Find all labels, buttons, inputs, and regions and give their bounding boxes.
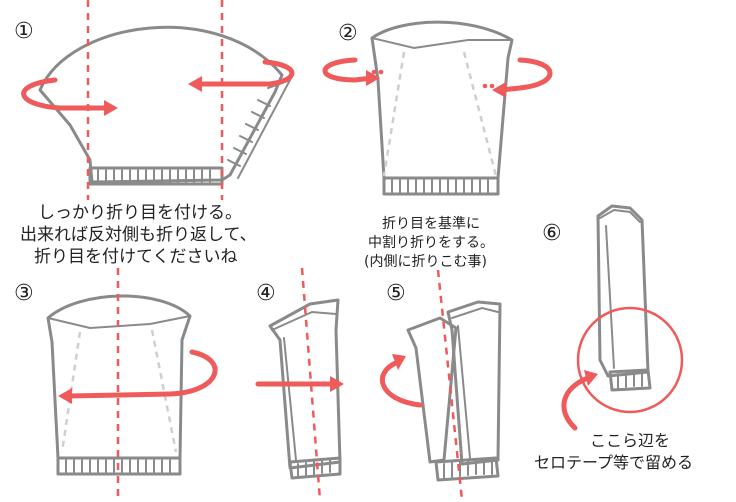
step-5-number: ⑤ — [386, 281, 406, 306]
step-1-caption-line-1: しっかり折り目を付ける。 — [38, 203, 242, 223]
step-6-caption: ここら辺を セロテープ等で留める — [534, 431, 693, 472]
step-2: ② — [322, 20, 553, 196]
step-4-number: ④ — [256, 281, 276, 306]
step-5: ⑤ — [379, 269, 502, 501]
step-2-number: ② — [338, 21, 358, 46]
step-6-caption-line-1: ここら辺を — [590, 431, 670, 450]
step-6-highlight-circle — [576, 306, 684, 414]
step-1-caption-line-3: 折り目を付けてくださいね — [34, 247, 238, 267]
step-4-ribbing — [288, 456, 342, 480]
step-2-ribbing — [382, 176, 500, 196]
step-1-caption-line-2: 出来れば反対側も折り返して、 — [20, 225, 257, 245]
step-4: ④ — [255, 267, 344, 501]
step-3-paper-outline — [46, 294, 192, 460]
step-5-back-sheet — [406, 316, 458, 464]
step-6-arrow — [561, 375, 591, 431]
step-2-arrow-right — [497, 57, 553, 93]
step-6-number: ⑥ — [542, 221, 562, 246]
step-3-number: ③ — [14, 281, 34, 306]
step-2-caption: 折り目を基準に 中割り折りをする。 (内側に折りこむ事) — [364, 215, 494, 270]
step-1-folded-edge — [237, 78, 293, 179]
step-6: ⑥ — [542, 204, 684, 431]
step-1-arrow-right — [193, 59, 295, 87]
step-4-paper-outline — [268, 298, 342, 470]
step-2-inner-fold-right — [462, 51, 498, 177]
step-1-ribbing — [88, 99, 271, 186]
step-2-inner-fold-left — [382, 51, 406, 177]
step-2-caption-line-3: (内側に折りこむ事) — [364, 254, 487, 270]
step-2-paper-outline — [370, 20, 514, 180]
step-2-caption-line-2: 中割り折りをする。 — [368, 234, 494, 251]
step-1-number: ① — [14, 19, 34, 44]
step-1: ① — [14, 0, 295, 200]
step-5-arrow — [379, 359, 423, 408]
step-3-arrow — [65, 349, 218, 399]
step-6-rolled-paper — [596, 204, 650, 378]
step-5-ribbing — [434, 456, 500, 482]
step-1-paper-outline — [38, 25, 284, 184]
step-2-arrow-left — [322, 57, 375, 83]
step-5-front-sheet — [446, 300, 502, 466]
step-1-caption: しっかり折り目を付ける。 出来れば反対側も折り返して、 折り目を付けてくださいね — [20, 203, 257, 267]
step-3-inner-fold-right — [150, 329, 178, 453]
step-6-ribbing — [608, 368, 652, 392]
step-3: ③ — [14, 268, 218, 500]
step-2-caption-line-1: 折り目を基準に — [382, 215, 480, 232]
step-3-ribbing — [56, 456, 182, 476]
step-6-caption-line-2: セロテープ等で留める — [534, 453, 693, 472]
step-1-arrow-left — [21, 77, 115, 111]
